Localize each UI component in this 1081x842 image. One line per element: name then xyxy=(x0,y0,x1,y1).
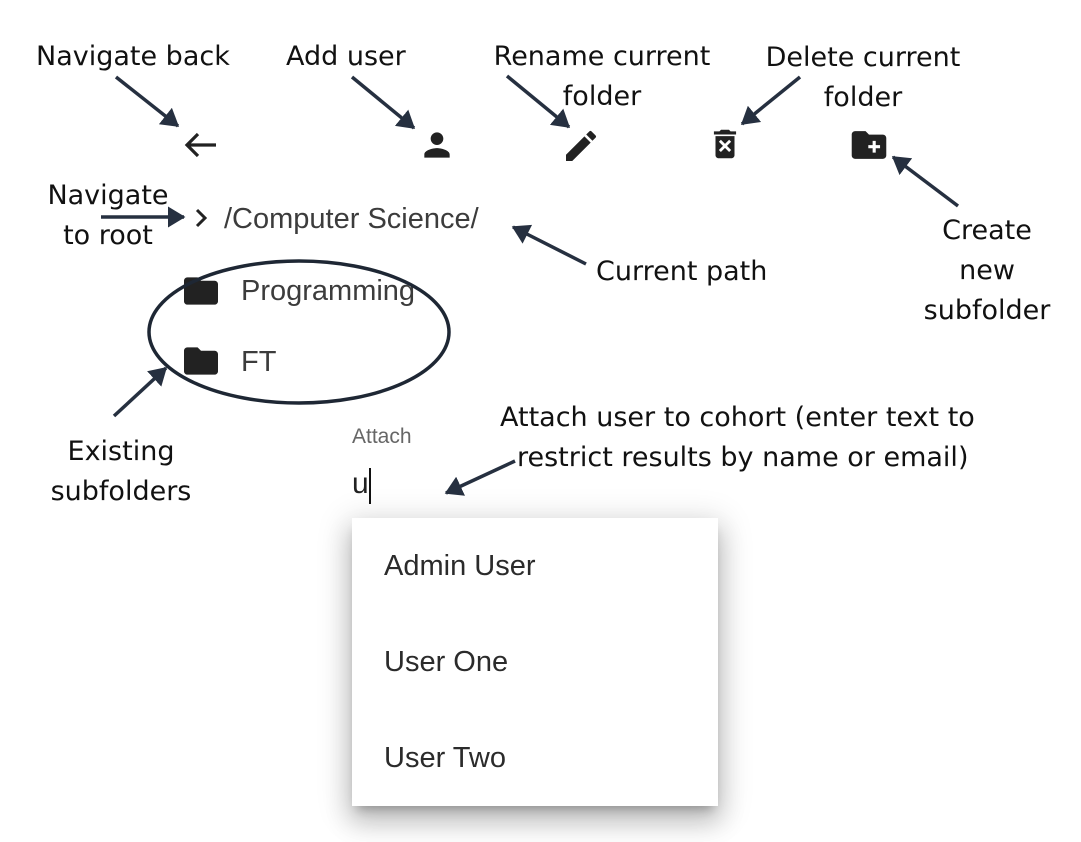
subfolders-highlight-ellipse xyxy=(147,259,451,405)
arrow-create xyxy=(891,155,960,208)
annotation-existing: Existing subfolders xyxy=(46,432,196,512)
annotation-line: folder xyxy=(562,81,642,112)
annotation-line: Create xyxy=(942,215,1032,246)
arrow-left-icon[interactable] xyxy=(180,127,222,163)
subfolder-label: Programming xyxy=(241,275,416,307)
folder-icon xyxy=(184,347,218,375)
annotation-line: Delete current xyxy=(765,42,961,73)
arrow-existing xyxy=(112,366,168,418)
arrow-add-user xyxy=(350,75,416,130)
annotation-current-path: Current path xyxy=(596,256,768,287)
user-option[interactable]: Admin User xyxy=(384,550,536,582)
user-option[interactable]: User One xyxy=(384,646,509,678)
subfolder-label: FT xyxy=(241,346,277,378)
attach-input-value: u xyxy=(352,467,369,500)
subfolder-item[interactable]: Programming xyxy=(176,268,446,314)
attach-input[interactable]: u xyxy=(350,462,550,506)
annotation-line: to root xyxy=(63,220,153,251)
annotation-add-user: Add user xyxy=(286,41,406,72)
attach-label: Attach xyxy=(352,425,412,448)
annotation-delete: Delete current folder xyxy=(759,38,967,118)
subfolder-item[interactable]: FT xyxy=(176,340,446,386)
folder-plus-icon[interactable] xyxy=(848,126,890,164)
pencil-icon[interactable] xyxy=(561,126,601,166)
annotation-attach-user: Attach user to cohort (enter text to res… xyxy=(500,398,1020,478)
annotation-create: Create new subfolder xyxy=(917,211,1057,331)
annotation-line: Attach user to cohort (enter text to xyxy=(500,402,975,433)
chevron-right-icon[interactable] xyxy=(190,204,212,232)
annotation-navigate-back: Navigate back xyxy=(36,41,230,72)
annotation-line: subfolder xyxy=(923,295,1051,326)
annotation-navigate-root: Navigate to root xyxy=(44,176,172,256)
annotation-line: new xyxy=(959,255,1015,286)
user-option[interactable]: User Two xyxy=(384,742,506,774)
current-path: /Computer Science/ xyxy=(224,203,479,235)
arrow-delete xyxy=(740,75,802,126)
text-cursor xyxy=(369,468,371,504)
annotation-line: Navigate xyxy=(47,180,169,211)
arrow-navigate-back xyxy=(114,75,180,128)
user-dropdown: Admin User User One User Two xyxy=(352,518,718,806)
annotation-line: subfolders xyxy=(50,476,192,507)
person-icon[interactable] xyxy=(418,126,456,164)
annotation-line: Rename current xyxy=(493,41,711,72)
annotation-line: restrict results by name or email) xyxy=(517,442,969,473)
folder-icon xyxy=(184,277,218,305)
annotation-line: folder xyxy=(823,82,903,113)
arrow-attach xyxy=(444,459,516,496)
arrow-rename xyxy=(505,74,571,129)
trash-x-icon[interactable] xyxy=(706,124,744,164)
annotation-rename: Rename current folder xyxy=(487,37,717,117)
annotation-line: Existing xyxy=(67,436,175,467)
arrow-current-path xyxy=(511,224,587,266)
